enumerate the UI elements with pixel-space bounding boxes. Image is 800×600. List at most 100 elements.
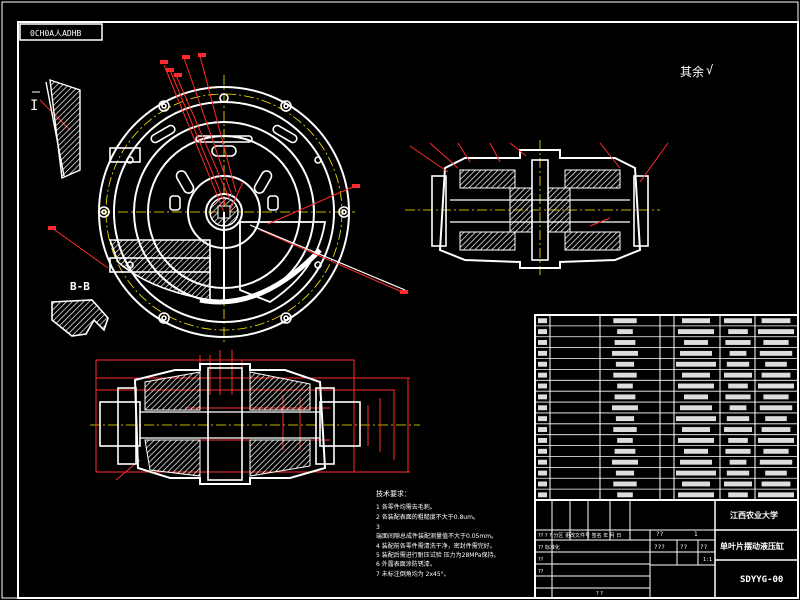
table-cell-mark xyxy=(613,318,637,324)
table-cell-mark xyxy=(538,437,547,443)
table-cell-mark xyxy=(726,361,750,367)
table-cell-mark xyxy=(538,350,547,356)
row-check: ?? xyxy=(538,569,544,575)
table-cell-mark xyxy=(538,329,547,335)
table-cell-mark xyxy=(614,448,636,454)
front-vane-arc xyxy=(199,248,322,305)
technical-requirements: 技术要求： 1 各零件均需去毛刺。 2 各装配表面的粗糙度不大于0.8um。 3… xyxy=(376,489,499,578)
table-cell-mark xyxy=(682,318,710,324)
table-cell-mark xyxy=(761,427,791,432)
header-columns: ?? ? ? 分区 更改文件号 签名 年 月 日 xyxy=(538,532,621,539)
detail-label: I xyxy=(30,98,38,114)
row-design: ?? 标准化 xyxy=(538,544,560,551)
tech-req-item: 6 外露表面涂防锈漆。 xyxy=(376,560,436,568)
table-cell-mark xyxy=(538,405,547,411)
table-cell-mark xyxy=(613,481,637,487)
table-cell-mark xyxy=(684,448,708,454)
table-cell-mark xyxy=(682,372,710,378)
table-cell-mark xyxy=(763,340,789,345)
detail-view-I: I xyxy=(30,78,81,180)
side-leaders xyxy=(409,142,669,227)
mark-c: ?? xyxy=(680,544,688,551)
table-cell-mark xyxy=(728,437,748,443)
table-cell-mark xyxy=(617,329,633,335)
front-port-rect xyxy=(109,257,211,273)
table-cell-mark xyxy=(761,481,791,487)
table-cell-mark xyxy=(538,340,547,345)
table-cell-mark xyxy=(758,329,794,335)
table-cell-mark xyxy=(682,427,710,432)
front-long-leader xyxy=(249,224,406,291)
table-cell-mark xyxy=(676,416,716,422)
tech-req-item: 1 各零件均需去毛刺。 xyxy=(376,503,436,511)
school-name: 江西农业大学 xyxy=(730,510,778,520)
mark-a: ?? xyxy=(656,531,664,538)
table-cell-mark xyxy=(612,350,638,356)
table-cell-mark xyxy=(617,492,633,498)
tech-req-item: 2 各装配表面的粗糙度不大于0.8um。 xyxy=(376,513,479,521)
table-cell-mark xyxy=(538,361,547,367)
product-name: 单叶片摆动液压缸 xyxy=(720,541,784,551)
table-cell-mark xyxy=(538,427,547,432)
table-cell-mark xyxy=(765,416,787,422)
table-cell-mark xyxy=(765,361,787,367)
parts-list-table xyxy=(534,314,799,501)
front-key-box xyxy=(109,147,141,163)
table-cell-mark xyxy=(758,437,794,443)
table-cell-mark xyxy=(680,405,712,411)
table-cell-mark xyxy=(613,427,637,432)
table-cell-mark xyxy=(724,372,752,378)
table-cell-mark xyxy=(615,416,635,422)
table-cell-mark xyxy=(612,459,638,465)
row-approve: ? ? xyxy=(596,591,603,597)
table-cell-mark xyxy=(763,394,789,400)
tech-req-item: 7 未标注倒角均为 2x45°。 xyxy=(376,570,450,578)
table-cell-mark xyxy=(678,383,714,389)
table-cell-mark xyxy=(676,470,716,476)
tech-req-item: 5 装配后需进行耐压试验 压力为28MPa保持。 xyxy=(376,551,499,559)
table-cell-mark xyxy=(729,405,747,411)
table-cell-mark xyxy=(680,350,712,356)
table-cell-mark xyxy=(676,361,716,367)
table-cell-mark xyxy=(538,459,547,465)
table-cell-mark xyxy=(538,470,547,476)
table-cell-mark xyxy=(538,492,547,498)
front-leader-tags xyxy=(48,53,408,294)
table-cell-mark xyxy=(729,350,747,356)
table-cell-mark xyxy=(758,383,794,389)
table-cell-mark xyxy=(684,340,708,345)
table-cell-mark xyxy=(684,394,708,400)
section-label: B-B xyxy=(70,280,90,293)
roughness-note: 其余 xyxy=(680,64,704,79)
table-cell-mark xyxy=(726,470,750,476)
table-cell-mark xyxy=(680,459,712,465)
table-cell-mark xyxy=(612,405,638,411)
table-cell-mark xyxy=(538,394,547,400)
row-process: ?? xyxy=(538,557,544,563)
table-cell-mark xyxy=(538,383,547,389)
tech-req-title: 技术要求： xyxy=(376,489,411,498)
table-cell-mark xyxy=(761,372,791,378)
table-cell-mark xyxy=(678,329,714,335)
tech-req-item: 4 装配前各零件需清洗干净，密封件需完好。 xyxy=(376,542,496,550)
table-cell-mark xyxy=(538,448,547,454)
table-cell-mark xyxy=(538,318,547,324)
front-vane xyxy=(239,221,327,304)
tech-req-item: 3 xyxy=(376,524,380,531)
table-cell-mark xyxy=(728,492,748,498)
drawing-number: SDYYG-00 xyxy=(740,575,783,585)
table-cell-mark xyxy=(758,492,794,498)
front-bolt-bosses xyxy=(98,93,350,324)
mark-b: ??? xyxy=(654,544,665,551)
table-cell-mark xyxy=(765,470,787,476)
title-block xyxy=(534,499,799,599)
section-view-bottom xyxy=(90,350,420,485)
front-oil-slots xyxy=(150,124,298,211)
scale-value: 1:1 xyxy=(703,557,712,563)
quantity-value: 1 xyxy=(694,531,698,538)
table-cell-mark xyxy=(724,427,752,432)
section-B-B: B-B xyxy=(51,280,109,337)
table-cell-mark xyxy=(728,329,748,335)
table-cell-mark xyxy=(724,481,752,487)
